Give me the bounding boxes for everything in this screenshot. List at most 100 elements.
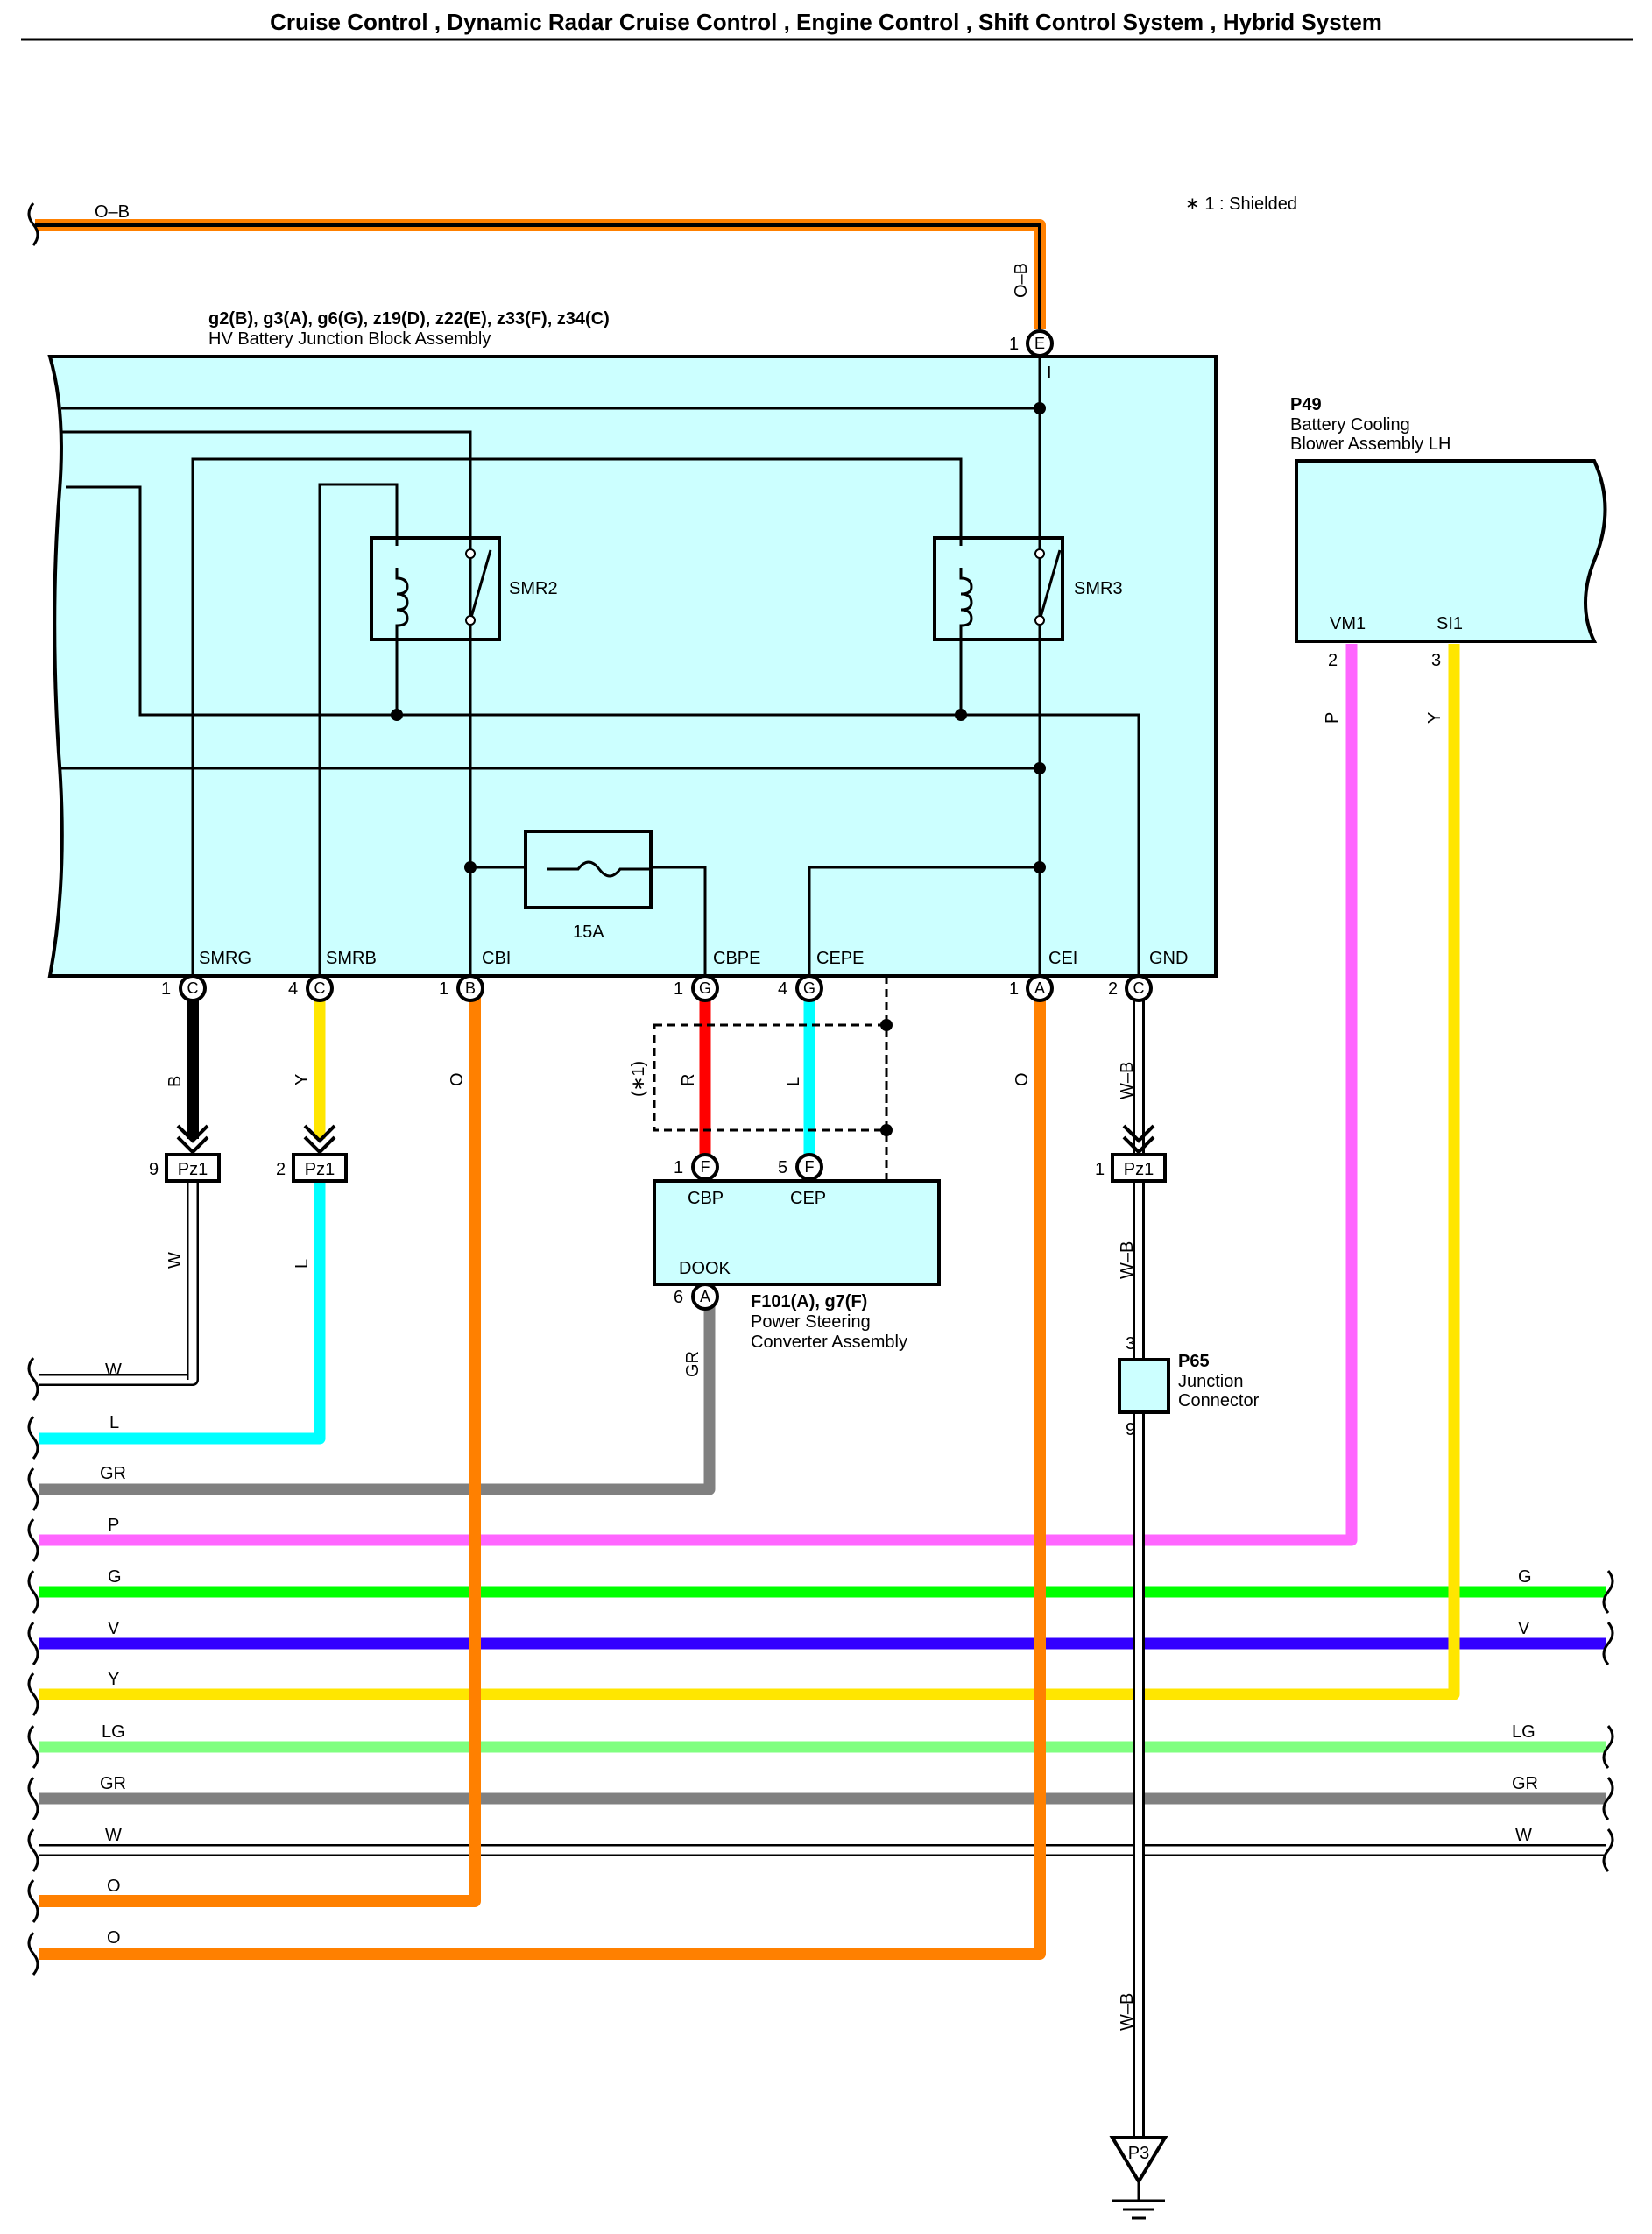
svg-text:3: 3 — [1126, 1334, 1135, 1354]
svg-text:B: B — [166, 1076, 185, 1087]
bus-label-w-2: W — [105, 1826, 122, 1845]
terminal-smrg-label: SMRG — [199, 949, 251, 968]
right-break-marks — [1602, 1570, 1614, 1872]
bus-label-w: W — [105, 1361, 122, 1380]
junction-block: g2(B), g3(A), g6(G), z19(D), z22(E), z33… — [47, 309, 1218, 978]
svg-text:Y: Y — [293, 1074, 312, 1085]
blower-assembly: P49 Battery Cooling Blower Assembly LH V… — [1290, 395, 1607, 724]
blower-name-2: Blower Assembly LH — [1290, 435, 1451, 454]
bus-right-label-g: G — [1518, 1567, 1532, 1587]
top-ob-wire: O–B O–B — [27, 202, 1046, 329]
bus-label-o-2: O — [107, 1928, 121, 1948]
bus-wire-gr-1 — [39, 1266, 716, 1495]
svg-text:9: 9 — [1126, 1420, 1135, 1439]
blower-pin-2: 2 — [1328, 651, 1338, 670]
top-wire-label: O–B — [95, 202, 130, 222]
svg-text:1: 1 — [1009, 335, 1019, 354]
bus-wire-w — [39, 1178, 199, 1386]
bus-label-o: O — [107, 1877, 121, 1896]
svg-text:6: 6 — [674, 1288, 683, 1307]
converter-terminal-cep: CEP — [790, 1189, 826, 1208]
bus-right-label-lg: LG — [1512, 1722, 1536, 1742]
left-break-marks — [27, 1357, 39, 1976]
svg-text:W–B: W–B — [1118, 1241, 1137, 1279]
svg-text:1: 1 — [674, 1158, 683, 1177]
svg-text:Pz1: Pz1 — [1124, 1160, 1154, 1179]
svg-text:1: 1 — [439, 979, 448, 999]
svg-text:9: 9 — [149, 1160, 159, 1179]
blower-wire-y: Y — [1425, 712, 1444, 724]
svg-text:F: F — [701, 1158, 710, 1176]
terminal-cepe-label: CEPE — [816, 949, 864, 968]
bus-label-g: G — [108, 1567, 122, 1587]
svg-text:O: O — [1013, 1072, 1032, 1086]
svg-text:GR: GR — [683, 1351, 702, 1377]
bus-label-p: P — [108, 1516, 119, 1535]
relay-smr2-label: SMR2 — [509, 579, 558, 598]
bus-wire-o-2 — [39, 983, 1046, 1960]
blower-code: P49 — [1290, 395, 1322, 414]
bus-label-gr: GR — [100, 1464, 126, 1483]
svg-text:4: 4 — [288, 979, 298, 999]
terminal-gnd-label: GND — [1149, 949, 1188, 968]
svg-text:A: A — [700, 1288, 710, 1305]
svg-text:C: C — [187, 979, 199, 997]
svg-text:C: C — [314, 979, 326, 997]
blower-terminal-vm1: VM1 — [1330, 614, 1366, 633]
svg-text:G: G — [803, 979, 815, 997]
terminal-smrb-label: SMRB — [326, 949, 377, 968]
terminal-cei-label: CEI — [1048, 949, 1077, 968]
converter-terminal-dook: DOOK — [679, 1259, 731, 1278]
page-title: Cruise Control , Dynamic Radar Cruise Co… — [270, 9, 1382, 35]
svg-text:L: L — [293, 1259, 312, 1269]
blower-terminal-si1: SI1 — [1437, 614, 1463, 633]
converter-name-2: Converter Assembly — [751, 1333, 907, 1352]
svg-text:5: 5 — [778, 1158, 787, 1177]
drop-wire-labels: B Y O R L O W–B W L W–B GR W–B — [166, 1062, 1137, 2031]
blower-pin-3: 3 — [1431, 651, 1441, 670]
pz1-connectors: Pz1 Pz1 Pz1 9 2 1 — [149, 1124, 1167, 1183]
ground-p3: P3 — [1109, 2136, 1168, 2220]
svg-text:1: 1 — [1009, 979, 1019, 999]
svg-text:L: L — [784, 1077, 803, 1086]
bus-right-label-v: V — [1518, 1619, 1530, 1638]
junction-connector-p65: 3 9 P65 Junction Connector — [1118, 1334, 1260, 1439]
bus-label-y: Y — [108, 1670, 119, 1689]
ground-label: P3 — [1128, 2144, 1149, 2163]
p65-name-2: Connector — [1178, 1391, 1260, 1410]
svg-text:1: 1 — [1095, 1160, 1105, 1179]
svg-text:Pz1: Pz1 — [305, 1160, 335, 1179]
svg-text:I: I — [1047, 364, 1052, 383]
blower-wire-p: P — [1323, 712, 1342, 724]
shield-label: (∗1) — [629, 1061, 648, 1097]
svg-text:W–B: W–B — [1118, 1062, 1137, 1099]
svg-text:W: W — [166, 1252, 185, 1269]
bus-label-gr-2: GR — [100, 1774, 126, 1793]
relay-smr3-label: SMR3 — [1074, 579, 1123, 598]
svg-text:W–B: W–B — [1118, 1993, 1137, 2031]
shield-box — [653, 976, 888, 1179]
bus-wire-o-1 — [39, 983, 481, 1907]
converter-name-1: Power Steering — [751, 1312, 871, 1332]
p65-code: P65 — [1178, 1352, 1210, 1371]
converter-terminal-cbp: CBP — [688, 1189, 724, 1208]
svg-text:4: 4 — [778, 979, 787, 999]
bus-label-lg: LG — [102, 1722, 125, 1742]
svg-text:F: F — [805, 1158, 815, 1176]
fuse-label: 15A — [573, 923, 604, 942]
left-bus-wires — [39, 644, 1606, 1960]
terminal-cbi-label: CBI — [482, 949, 511, 968]
bus-label-l: L — [109, 1413, 119, 1432]
terminal-cbpe-label: CBPE — [713, 949, 760, 968]
power-steering-converter: CBP CEP DOOK F101(A), g7(F) Power Steeri… — [653, 1179, 941, 1352]
svg-text:2: 2 — [276, 1160, 286, 1179]
p65-name-1: Junction — [1178, 1372, 1244, 1391]
blower-name-1: Battery Cooling — [1290, 415, 1410, 435]
bus-label-v: V — [108, 1619, 120, 1638]
shield-note: ∗ 1 : Shielded — [1185, 194, 1297, 214]
jb-terminal-pins: E C C B G G A C F F A 1 1 4 1 1 4 1 2 1 … — [161, 329, 1153, 1311]
right-bus-labels: G V LG GR W — [1512, 1567, 1538, 1845]
svg-text:G: G — [699, 979, 711, 997]
left-bus-labels: W L GR P G V Y LG GR W O O — [100, 1361, 126, 1948]
